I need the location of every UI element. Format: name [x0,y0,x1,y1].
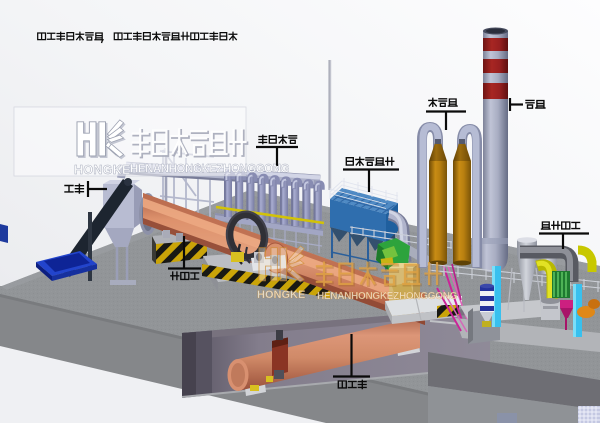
svg-text:HENANHONGKEZHONGGONG: HENANHONGKEZHONGGONG [130,164,290,176]
svg-text:HONGKE: HONGKE [74,163,131,177]
svg-text:HENANHONGKEZHONGGONG: HENANHONGKEZHONGGONG [317,291,458,302]
svg-text:HONGKE: HONGKE [257,289,305,301]
